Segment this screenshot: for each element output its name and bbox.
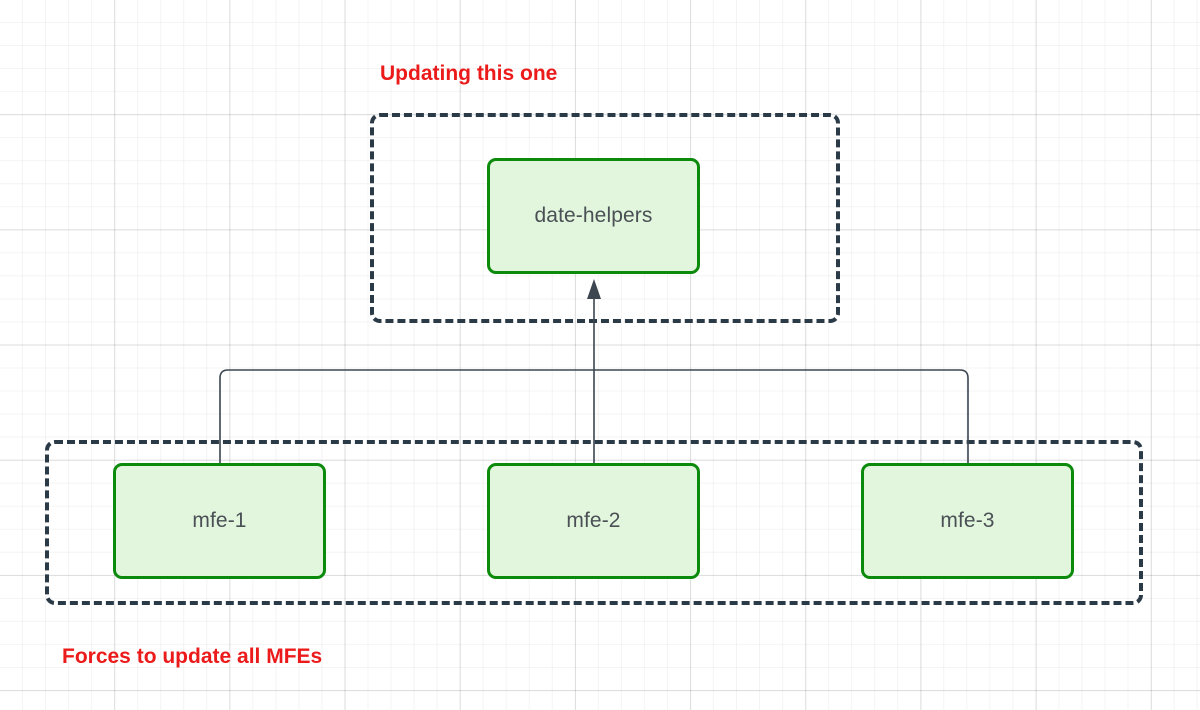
node-mfe-3[interactable]: mfe-3 bbox=[861, 463, 1074, 579]
node-date-helpers-label: date-helpers bbox=[534, 204, 653, 227]
group-box-library bbox=[370, 113, 840, 323]
node-mfe-3-label: mfe-3 bbox=[940, 509, 995, 532]
node-mfe-2-label: mfe-2 bbox=[566, 509, 621, 532]
node-mfe-1-label: mfe-1 bbox=[192, 509, 247, 532]
annotation-forces-to-update-all-mfes: Forces to update all MFEs bbox=[62, 645, 323, 668]
node-date-helpers[interactable]: date-helpers bbox=[487, 158, 700, 274]
annotation-updating-this-one: Updating this one bbox=[380, 62, 558, 85]
node-mfe-1[interactable]: mfe-1 bbox=[113, 463, 326, 579]
node-mfe-2[interactable]: mfe-2 bbox=[487, 463, 700, 579]
